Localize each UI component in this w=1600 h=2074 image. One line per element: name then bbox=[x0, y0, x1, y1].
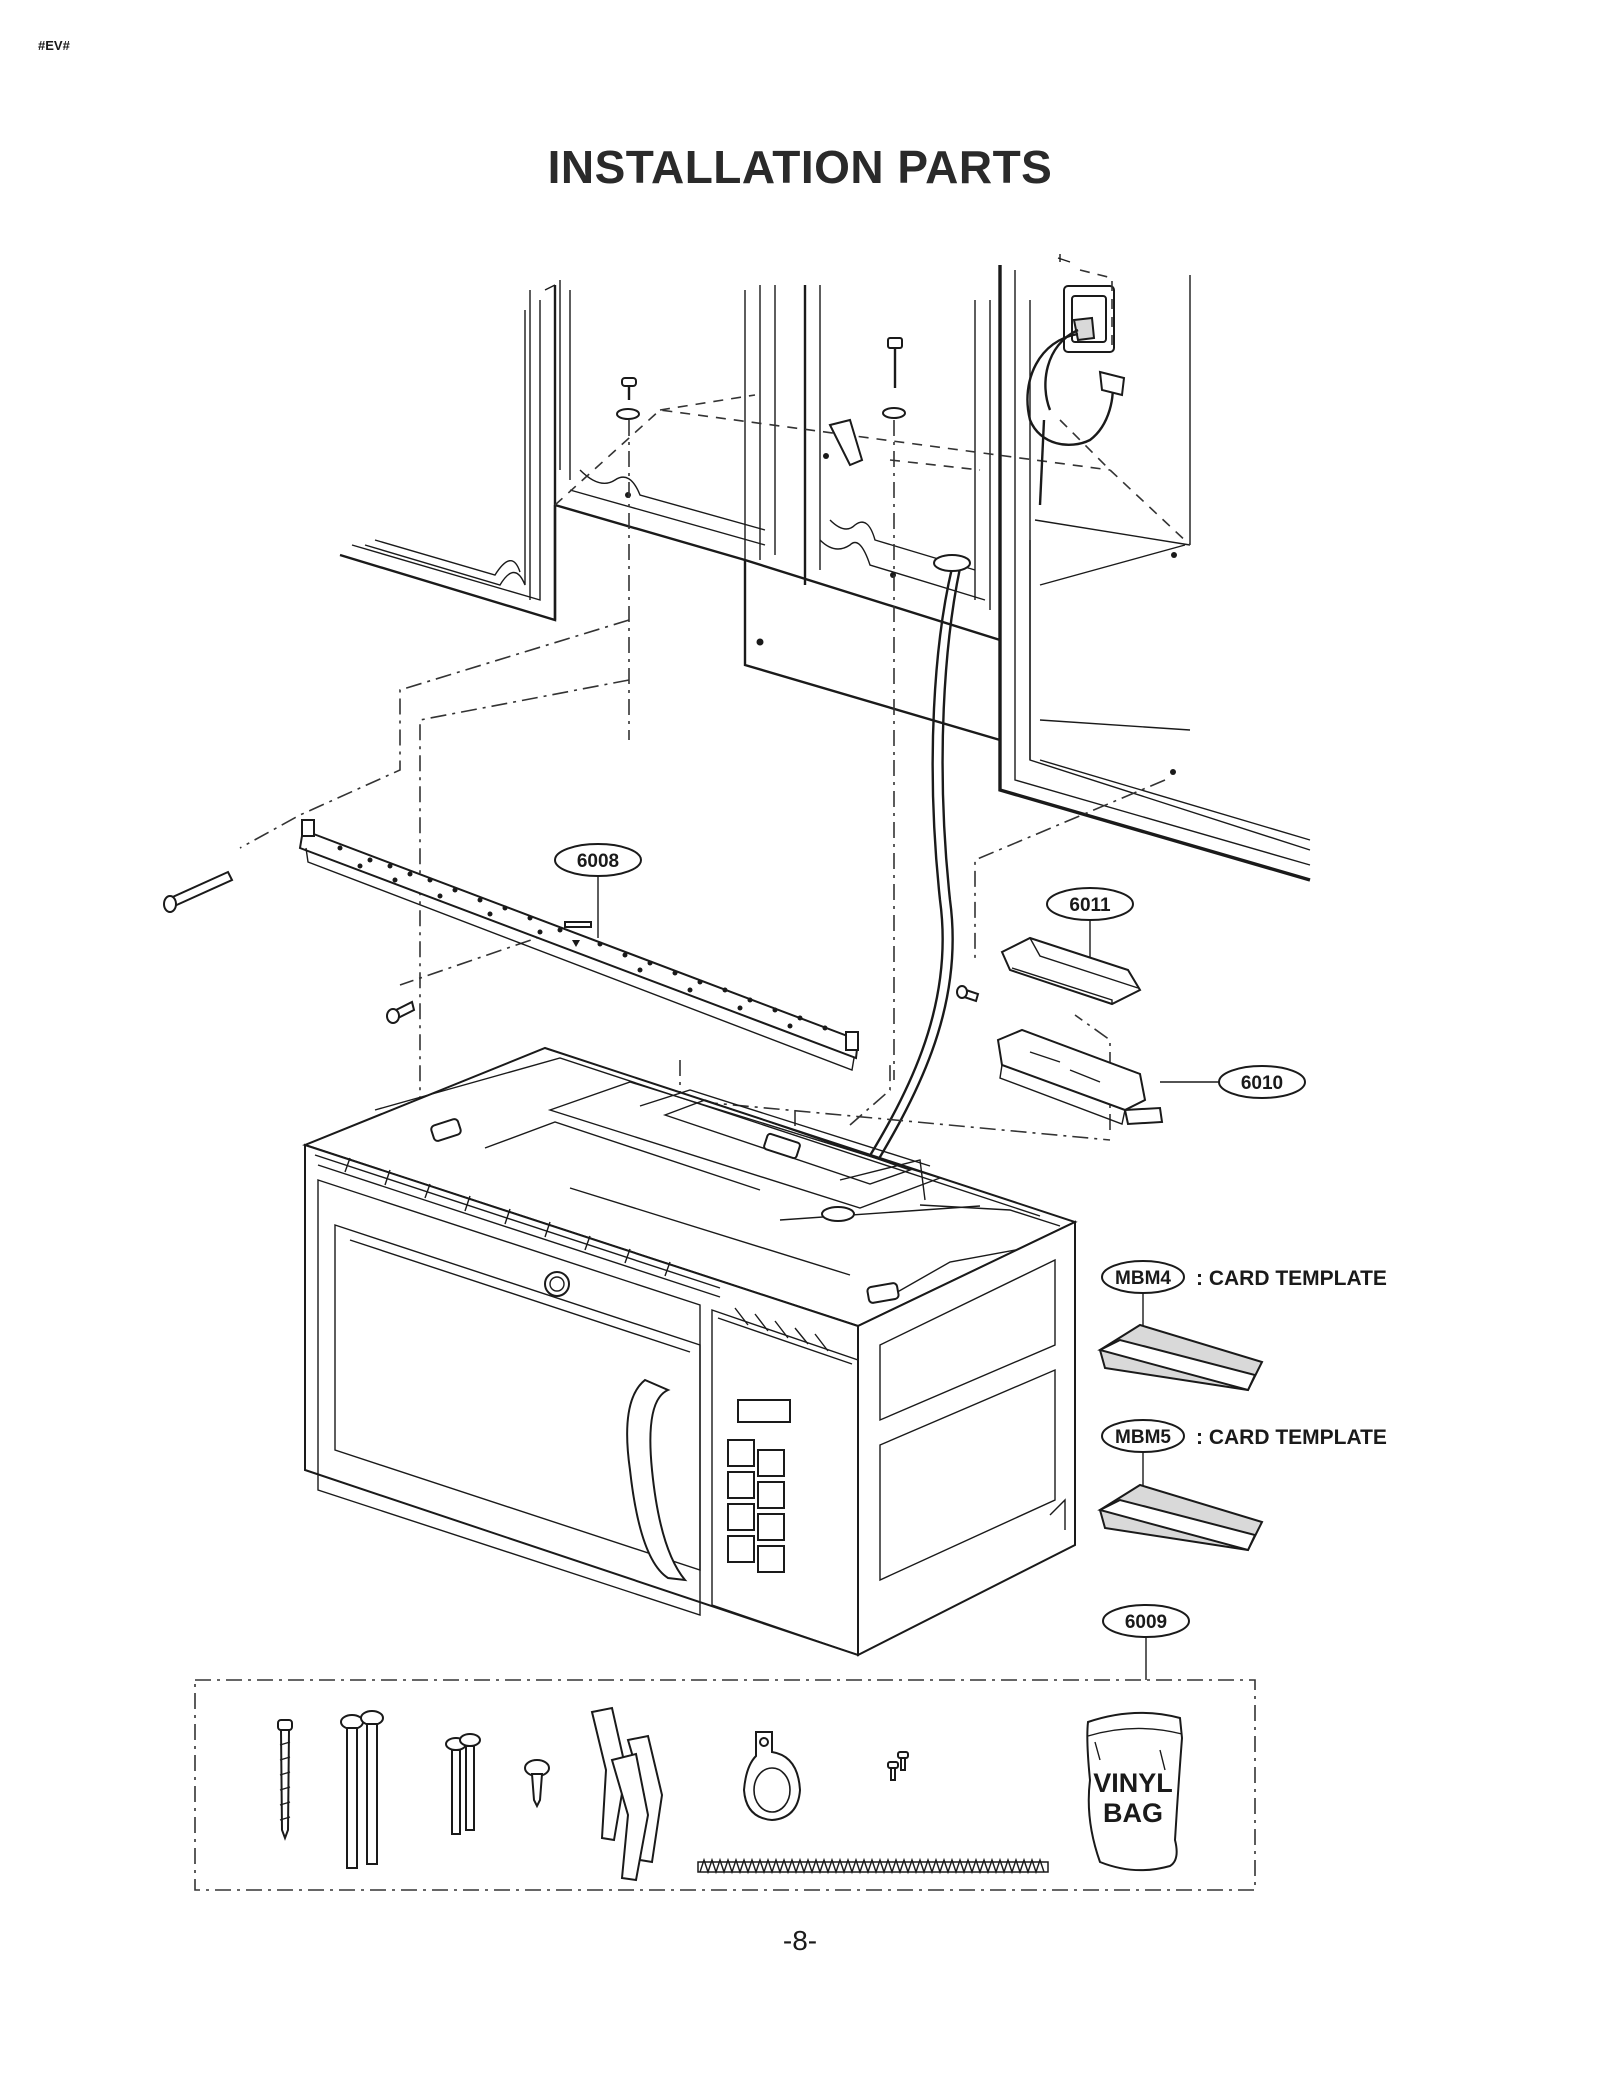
vent-damper-6011 bbox=[1000, 936, 1142, 1006]
wood-screw-icon bbox=[163, 870, 234, 913]
spring-strip-icon bbox=[697, 1857, 1049, 1875]
callout-mbm4: MBM4 : CARD TEMPLATE bbox=[1101, 1260, 1387, 1335]
page-number: -8- bbox=[782, 1925, 818, 1956]
vent-adapter-6010 bbox=[996, 1028, 1164, 1126]
toggle-bolt-icon bbox=[887, 337, 903, 388]
card-template-mbm4 bbox=[1097, 1323, 1264, 1392]
callout-mbm5-label: MBM5 bbox=[1115, 1427, 1171, 1448]
toggle-wing-icon bbox=[590, 1706, 664, 1882]
wood-screw-icon bbox=[524, 1759, 550, 1809]
callout-6008-label: 6008 bbox=[577, 851, 619, 872]
callout-mbm5-desc: : CARD TEMPLATE bbox=[1196, 1426, 1387, 1449]
page-code: #EV# bbox=[38, 38, 70, 53]
wood-screw-icon bbox=[277, 1719, 293, 1841]
toggle-bolt-icon bbox=[445, 1733, 481, 1835]
hardware-kit-parts: VINYL BAG bbox=[277, 1706, 1184, 1882]
cable-clamp-icon bbox=[742, 1731, 802, 1822]
callout-6009: 6009 bbox=[1102, 1604, 1190, 1680]
callout-mbm5: MBM5 : CARD TEMPLATE bbox=[1101, 1419, 1387, 1495]
callout-6011-label: 6011 bbox=[1069, 895, 1111, 916]
page-title: INSTALLATION PARTS bbox=[547, 141, 1053, 193]
hardware-kit-box bbox=[194, 1679, 1256, 1891]
card-template-mbm5 bbox=[1097, 1483, 1264, 1552]
wood-screw-icon bbox=[621, 377, 637, 400]
callout-6010-label: 6010 bbox=[1241, 1073, 1283, 1094]
ceiling-fasteners bbox=[616, 337, 906, 760]
power-outlet-icon bbox=[1057, 254, 1115, 353]
wood-screw-icon bbox=[956, 985, 980, 1003]
callout-6008: 6008 bbox=[554, 843, 642, 938]
upper-cabinets bbox=[339, 265, 1311, 882]
vinyl-bag-line2: BAG bbox=[1103, 1798, 1163, 1828]
toggle-bolt-icon bbox=[340, 1710, 384, 1869]
microwave-oven bbox=[302, 1046, 1078, 1657]
callout-6011: 6011 bbox=[1046, 887, 1134, 964]
callout-mbm4-label: MBM4 bbox=[1115, 1268, 1171, 1289]
callout-mbm4-desc: : CARD TEMPLATE bbox=[1196, 1267, 1387, 1290]
wood-screw-icon bbox=[386, 1000, 416, 1024]
vinyl-bag-icon: VINYL BAG bbox=[1086, 1711, 1184, 1872]
vinyl-bag-line1: VINYL bbox=[1093, 1768, 1173, 1798]
callout-6010: 6010 bbox=[1160, 1065, 1306, 1099]
callout-6009-label: 6009 bbox=[1125, 1612, 1167, 1633]
wood-screw-icon bbox=[887, 1751, 909, 1781]
mounting-plate-icon bbox=[298, 819, 860, 1071]
